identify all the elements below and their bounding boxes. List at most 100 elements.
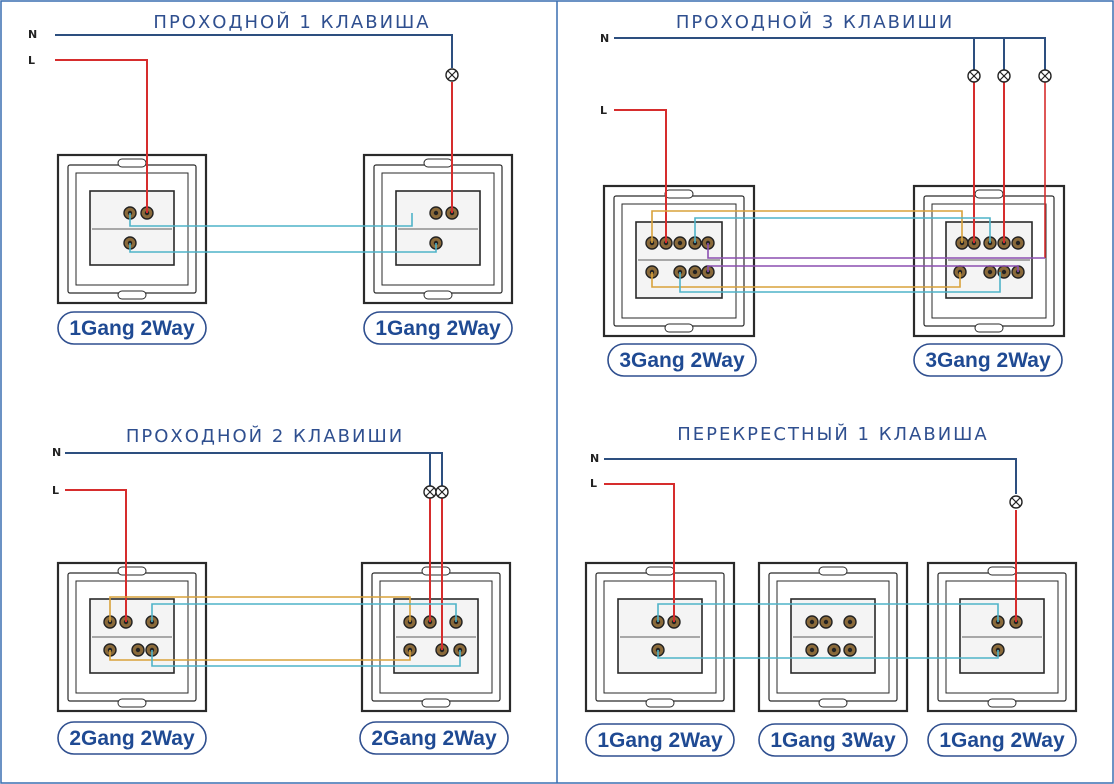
- terminal-screw-center: [677, 240, 683, 246]
- device-label-p3-2: 2Gang 2Way: [371, 727, 497, 750]
- pill-frame: [359, 721, 509, 755]
- title-p1: ПРОХОДНОЙ 1 КЛАВИША: [153, 11, 430, 33]
- wires-p2: [614, 37, 1052, 293]
- mount-tab: [974, 189, 1004, 199]
- switch-plate: [56, 561, 208, 713]
- plate-frame: [945, 580, 1059, 694]
- pill-frame: [363, 311, 513, 345]
- plate-frame: [379, 580, 493, 694]
- switch-plate: [926, 561, 1078, 713]
- switch-plate: [362, 153, 514, 305]
- lamp-icon: [423, 485, 437, 499]
- device-label-p4-2: 1Gang 3Way: [770, 729, 896, 752]
- terminal-screw-center: [135, 647, 141, 653]
- switch-plate: [360, 561, 512, 713]
- live-wire-p2: [614, 109, 667, 243]
- lamp-icon: [445, 68, 459, 82]
- traveler-cyan-p3: [151, 603, 457, 622]
- pill-frame: [927, 723, 1077, 757]
- mount-tab: [423, 290, 453, 300]
- mount-tab: [664, 189, 694, 199]
- traveler-purple-1: [707, 243, 1045, 259]
- plate-frame: [75, 172, 189, 286]
- lamp-icon: [435, 485, 449, 499]
- neutral-wire-p4: [604, 458, 1017, 494]
- wires-p3: [65, 452, 461, 667]
- pill-frame: [57, 311, 207, 345]
- traveler-a-p1: [129, 213, 413, 227]
- pill-frame: [758, 723, 908, 757]
- mount-tab: [664, 323, 694, 333]
- traveler-cyan-p4a: [657, 603, 999, 622]
- lamp-icon: [997, 69, 1011, 83]
- device-label-p1-1: 1Gang 2Way: [69, 317, 195, 340]
- traveler-cyan-1: [694, 217, 991, 243]
- device-label-p2-1: 3Gang 2Way: [619, 349, 745, 372]
- mount-tab: [117, 290, 147, 300]
- title-p2: ПРОХОДНОЙ 3 КЛАВИШИ: [676, 11, 954, 33]
- mount-tab: [421, 698, 451, 708]
- terminal-block: [89, 598, 175, 674]
- traveler-orange-p3: [109, 596, 411, 622]
- lamp-icon: [967, 69, 981, 83]
- terminal-block: [617, 598, 703, 674]
- device-label-p1-2: 1Gang 2Way: [375, 317, 501, 340]
- n-label-p4: N: [590, 452, 599, 465]
- terminal-screw-center: [692, 269, 698, 275]
- plate-frame: [381, 172, 495, 286]
- l-label-p2: L: [600, 104, 607, 117]
- switch-plate: [757, 561, 909, 713]
- traveler-orange-1: [651, 210, 963, 243]
- traveler-orange-2: [651, 272, 961, 288]
- terminal-block: [959, 598, 1045, 674]
- mount-tab: [645, 566, 675, 576]
- traveler-b-p1: [129, 243, 437, 253]
- wires-p1: [55, 34, 459, 253]
- terminal-block: [393, 598, 479, 674]
- device-label-p4-3: 1Gang 2Way: [939, 729, 1065, 752]
- lamp-icon: [1038, 69, 1052, 83]
- l-label-p3: L: [52, 484, 59, 497]
- mount-tab: [818, 566, 848, 576]
- switch-plate: [912, 184, 1066, 338]
- live-wire-p1: [55, 59, 148, 213]
- wires-p4: [604, 458, 1023, 659]
- n-label-p1: N: [28, 28, 37, 41]
- pill-frame: [913, 343, 1063, 377]
- traveler-orange-p3b: [109, 650, 411, 661]
- traveler-purple-2: [707, 265, 1019, 272]
- n-label-p3: N: [52, 446, 61, 459]
- terminal-screw-center: [1015, 240, 1021, 246]
- terminal-screw-center: [809, 647, 815, 653]
- neutral-wire-p3: [65, 452, 443, 486]
- device-label-p3-1: 2Gang 2Way: [69, 727, 195, 750]
- switch-plate: [602, 184, 756, 338]
- mount-tab: [421, 566, 451, 576]
- terminal-screw-center: [433, 210, 439, 216]
- neutral-wire-p1: [55, 34, 453, 68]
- device-labels: 1Gang 2Way 1Gang 2Way 3Gang 2Way 3Gang 2…: [57, 311, 1077, 757]
- terminal-screw-center: [809, 619, 815, 625]
- traveler-cyan-2: [679, 272, 1001, 293]
- terminal-screw-center: [847, 647, 853, 653]
- live-wire-p4: [604, 483, 675, 622]
- l-label-p1: L: [28, 54, 35, 67]
- terminal-screw-center: [1001, 269, 1007, 275]
- plate-frame: [931, 203, 1047, 319]
- mount-tab: [117, 158, 147, 168]
- plate-frame: [603, 580, 717, 694]
- pill-frame: [585, 723, 735, 757]
- traveler-cyan-p4b: [657, 650, 999, 659]
- terminal-screw-center: [823, 619, 829, 625]
- mount-tab: [423, 158, 453, 168]
- device-label-p4-1: 1Gang 2Way: [597, 729, 723, 752]
- mount-tab: [645, 698, 675, 708]
- traveler-cyan-p3b: [151, 650, 461, 667]
- terminal-block: [395, 190, 481, 266]
- title-p4: ПЕРЕКРЕСТНЫЙ 1 КЛАВИША: [677, 423, 989, 445]
- live-wire-p3: [65, 489, 127, 622]
- mount-tab: [818, 698, 848, 708]
- neutral-wire-p2: [614, 37, 1046, 70]
- terminal-screw-center: [831, 647, 837, 653]
